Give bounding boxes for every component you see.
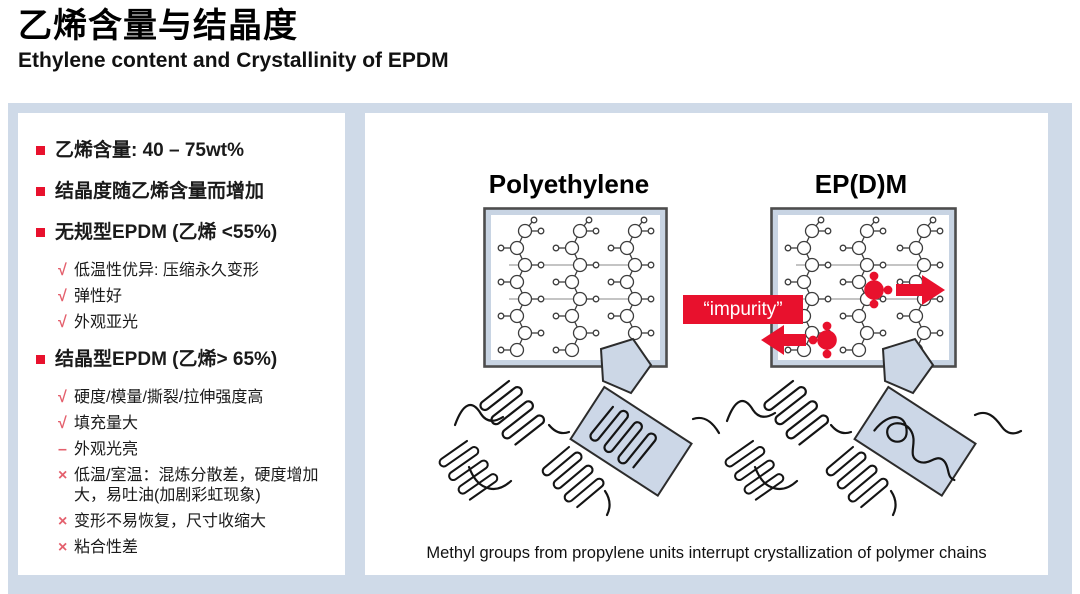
sub-bullet-text: 填充量大 — [74, 415, 139, 433]
cross-icon: × — [58, 538, 68, 556]
polyethylene-title: Polyethylene — [488, 169, 650, 199]
sub-bullet-item: √ 弹性好 — [58, 287, 331, 308]
bullet-label: 结晶型EPDM (乙烯> 65%) — [55, 348, 278, 370]
bullet-label: 结晶度随乙烯含量而增加 — [55, 180, 265, 202]
slide-header: 乙烯含量与结晶度 Ethylene content and Crystallin… — [18, 6, 449, 73]
sub-bullet-text: 硬度/模量/撕裂/拉伸强度高 — [74, 389, 264, 407]
epdm-molecule-box — [761, 207, 957, 368]
sub-bullet-item: –外观光亮 — [58, 440, 331, 461]
sub-bullet-text: 低温/室温：混炼分散差，硬度增加大，易吐油(加剧彩虹现象) — [74, 466, 319, 505]
left-arrow-icon — [761, 325, 806, 355]
bullet-list: 乙烯含量: 40 – 75wt% 结晶度随乙烯含量而增加无规型EPDM (乙烯 <… — [18, 113, 345, 558]
page-subtitle: Ethylene content and Crystallinity of EP… — [18, 48, 449, 72]
sub-bullet-item: √ 填充量大 — [58, 414, 331, 435]
bullet-label: 乙烯含量: 40 – 75wt% — [55, 140, 244, 161]
bullet-item: 乙烯含量: 40 – 75wt% — [34, 139, 331, 163]
bullet-item: 结晶型EPDM (乙烯> 65%) — [34, 348, 331, 372]
sub-bullet-item: √ 外观亚光 — [58, 313, 331, 334]
cross-icon: × — [58, 512, 68, 530]
check-icon: √ — [58, 313, 67, 331]
sub-bullet-item: √ 硬度/模量/撕裂/拉伸强度高 — [58, 388, 331, 409]
epdm-lamella-drawing — [722, 337, 1023, 533]
check-icon: √ — [58, 288, 67, 306]
polyethylene-lamella-drawing — [436, 337, 733, 533]
pentagon-shape — [599, 337, 653, 395]
cross-icon: × — [58, 466, 68, 484]
sub-bullet-item: √ 低温性优异: 压缩永久变形 — [58, 261, 331, 282]
bullet-square-icon — [36, 146, 45, 155]
sub-bullet-list: √ 低温性优异: 压缩永久变形 √ 弹性好 √ 外观亚光 — [58, 261, 331, 333]
sub-bullet-text: 外观亚光 — [74, 313, 139, 331]
bullet-square-icon — [36, 354, 45, 364]
crystal-lamella-highlight — [569, 385, 693, 498]
sub-bullet-list: √硬度/模量/撕裂/拉伸强度高√填充量大–外观光亮×低温/室温：混炼分散差，硬度… — [58, 388, 331, 558]
bullet-item: 无规型EPDM (乙烯 <55%) — [34, 221, 331, 245]
right-arrow-icon — [896, 275, 945, 305]
sub-bullet-text: 外观光亮 — [74, 440, 139, 458]
methyl-impurity-top — [864, 271, 945, 309]
check-icon: √ — [58, 415, 67, 433]
polyethylene-molecule-box — [483, 207, 668, 368]
bullet-label: 无规型EPDM (乙烯 <55%) — [55, 221, 278, 243]
bullet-item: 结晶度随乙烯含量而增加 — [34, 180, 331, 204]
methyl-impurity-bottom — [761, 321, 837, 359]
page-title: 乙烯含量与结晶度 — [18, 7, 298, 45]
check-icon: √ — [58, 262, 67, 280]
diagram-panel: Polyethylene EP(D)M — [365, 113, 1048, 575]
sub-bullet-item: × 变形不易恢复，尺寸收缩大 — [58, 512, 331, 533]
sub-bullet-text: 粘合性差 — [74, 538, 139, 556]
pentagon-shape — [881, 337, 935, 395]
check-icon: √ — [58, 389, 67, 407]
sub-bullet-text: 低温性优异: 压缩永久变形 — [74, 262, 259, 280]
diagram-caption: Methyl groups from propylene units inter… — [426, 544, 987, 562]
bullet-panel: 乙烯含量: 40 – 75wt% 结晶度随乙烯含量而增加无规型EPDM (乙烯 <… — [18, 113, 345, 575]
bullet-square-icon — [36, 186, 45, 196]
bullet-square-icon — [36, 227, 45, 237]
dash-icon: – — [58, 440, 67, 458]
sub-bullet-item: × 低温/室温：混炼分散差，硬度增加大，易吐油(加剧彩虹现象) — [58, 466, 331, 507]
sub-bullet-text: 弹性好 — [74, 288, 123, 306]
impurity-badge: “impurity” — [683, 295, 803, 324]
amorphous-region-highlight — [853, 385, 977, 498]
content-stage: 乙烯含量: 40 – 75wt% 结晶度随乙烯含量而增加无规型EPDM (乙烯 <… — [8, 103, 1072, 594]
sub-bullet-text: 变形不易恢复，尺寸收缩大 — [74, 512, 267, 530]
sub-bullet-item: × 粘合性差 — [58, 538, 331, 559]
epdm-title: EP(D)M — [814, 169, 908, 199]
